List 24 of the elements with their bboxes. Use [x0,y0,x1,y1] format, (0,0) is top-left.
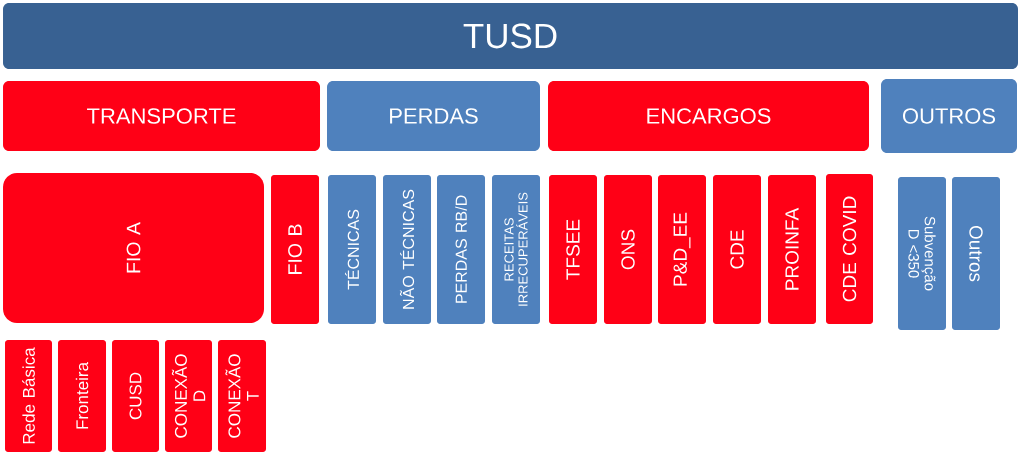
component-box: ONS [604,175,652,324]
component-box: RECEITAS IRRECUPERÁVEIS [492,175,540,324]
component-box: NÃO TÉCNICAS [383,175,431,324]
component-box: CONEXÃO D [165,340,212,452]
component-box: CONEXÃO T [218,340,266,452]
component-box: FIO A [3,173,264,323]
component-box: PERDAS RB/D [437,175,485,324]
component-box: Rede Básica [5,340,52,452]
component-box: Subvenção D <350 [898,177,946,330]
component-box: CUSD [112,340,159,452]
component-box: P&D_EE [658,175,706,324]
component-box: CDE COVID [826,174,873,324]
component-box: TÉCNICAS [328,175,376,324]
component-box: TFSEE [549,175,597,324]
title-bar: TUSD [3,3,1018,69]
component-box: FIO B [271,175,319,324]
category-box: TRANSPORTE [3,81,320,151]
category-box: PERDAS [327,81,540,151]
component-box: PROINFA [768,175,816,324]
component-box: Fronteira [58,340,106,452]
category-box: OUTROS [881,79,1017,153]
component-box: CDE [713,175,761,324]
component-box: Outros [952,177,1000,330]
category-box: ENCARGOS [548,81,869,151]
